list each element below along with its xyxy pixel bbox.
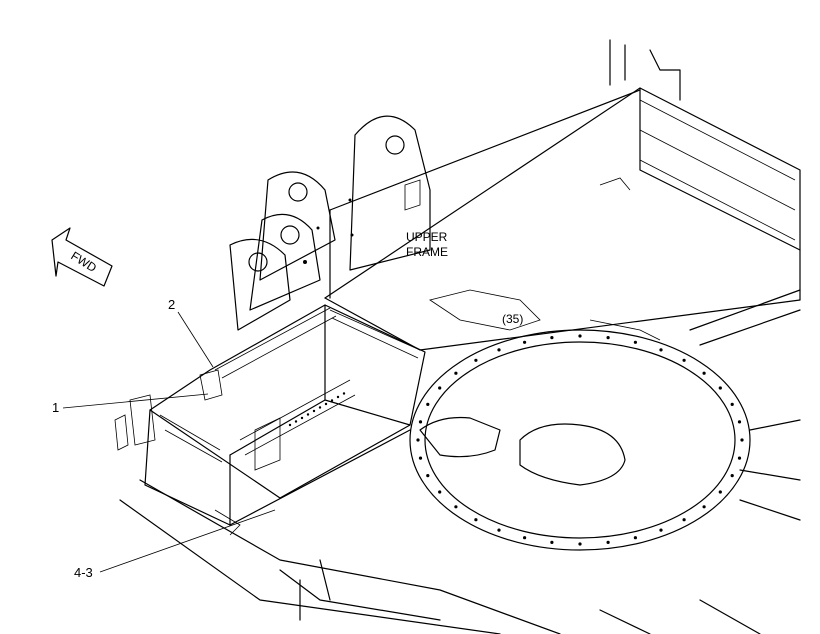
ring-bolt-hole <box>737 456 742 460</box>
box-bolt-hole <box>300 416 304 420</box>
forward-direction-arrow-icon: FWD <box>51 227 113 287</box>
box-bolt-hole <box>342 392 346 395</box>
upper-frame-label-line1: UPPER <box>406 230 448 244</box>
ring-bolt-hole <box>497 348 501 352</box>
ring-bolt-hole <box>606 336 610 340</box>
box-bolt-hole <box>330 399 334 402</box>
ring-bolt-hole <box>633 340 638 344</box>
ring-bolt-hole <box>740 438 744 442</box>
box-bolt-holes <box>288 392 346 427</box>
ring-bolt-hole <box>426 402 430 406</box>
lower-frame <box>119 289 801 634</box>
ring-bolt-holes <box>416 334 744 546</box>
box-bolt-hole <box>324 402 328 406</box>
ring-bolt-hole <box>416 438 420 442</box>
ring-bolt-hole <box>454 505 458 509</box>
ring-bolt-hole <box>578 542 582 546</box>
ring-bolt-hole <box>497 528 501 532</box>
ring-bolt-hole <box>418 456 423 460</box>
mounting-lugs <box>229 115 431 331</box>
ring-bolt-hole <box>550 336 554 340</box>
ring-bolt-hole <box>578 334 582 338</box>
ring-bolt-hole <box>438 490 442 494</box>
ring-bolt-hole <box>418 420 423 424</box>
callout-2: 2 <box>168 297 175 312</box>
ring-bolt-hole <box>454 371 458 375</box>
ring-bolt-hole <box>523 536 527 540</box>
ring-bolt-hole <box>702 505 706 509</box>
ring-bolt-hole <box>718 386 722 390</box>
fwd-label: FWD <box>68 249 99 276</box>
ring-bolt-hole <box>426 474 430 478</box>
ring-bolt-hole <box>682 518 686 522</box>
ring-bolt-hole <box>718 490 722 494</box>
box-bolt-hole <box>312 409 316 413</box>
battery-box <box>114 304 426 536</box>
ring-bolt-hole <box>659 348 663 352</box>
ring-bolt-hole <box>550 540 554 545</box>
ring-bolt-hole <box>659 528 663 532</box>
box-bolt-hole <box>306 413 310 416</box>
ring-bolt-hole <box>438 386 442 390</box>
callout-4-3: 4-3 <box>74 565 93 580</box>
box-bolt-hole <box>318 406 322 409</box>
ring-bolt-hole <box>606 540 610 545</box>
callout-leaders <box>62 311 276 573</box>
ring-bolt-hole <box>682 358 686 362</box>
callout-1: 1 <box>52 400 59 415</box>
box-bolt-hole <box>288 423 292 427</box>
ring-bolt-hole <box>737 420 742 424</box>
ring-bolt-hole <box>474 358 478 362</box>
upper-frame-beam <box>324 39 801 351</box>
ring-bolt-hole <box>730 474 734 478</box>
box-bolt-hole <box>336 395 340 399</box>
upper-frame-label-line2: FRAME <box>406 245 448 259</box>
box-bolt-hole <box>294 420 298 423</box>
ring-bolt-hole <box>730 402 734 406</box>
ring-bolt-hole <box>702 371 706 375</box>
swing-bearing-ring <box>409 329 751 551</box>
ring-bolt-hole <box>523 340 527 344</box>
ring-bolt-hole <box>633 536 638 540</box>
ring-bolt-hole <box>474 518 478 522</box>
reference-label: (35) <box>502 312 523 326</box>
